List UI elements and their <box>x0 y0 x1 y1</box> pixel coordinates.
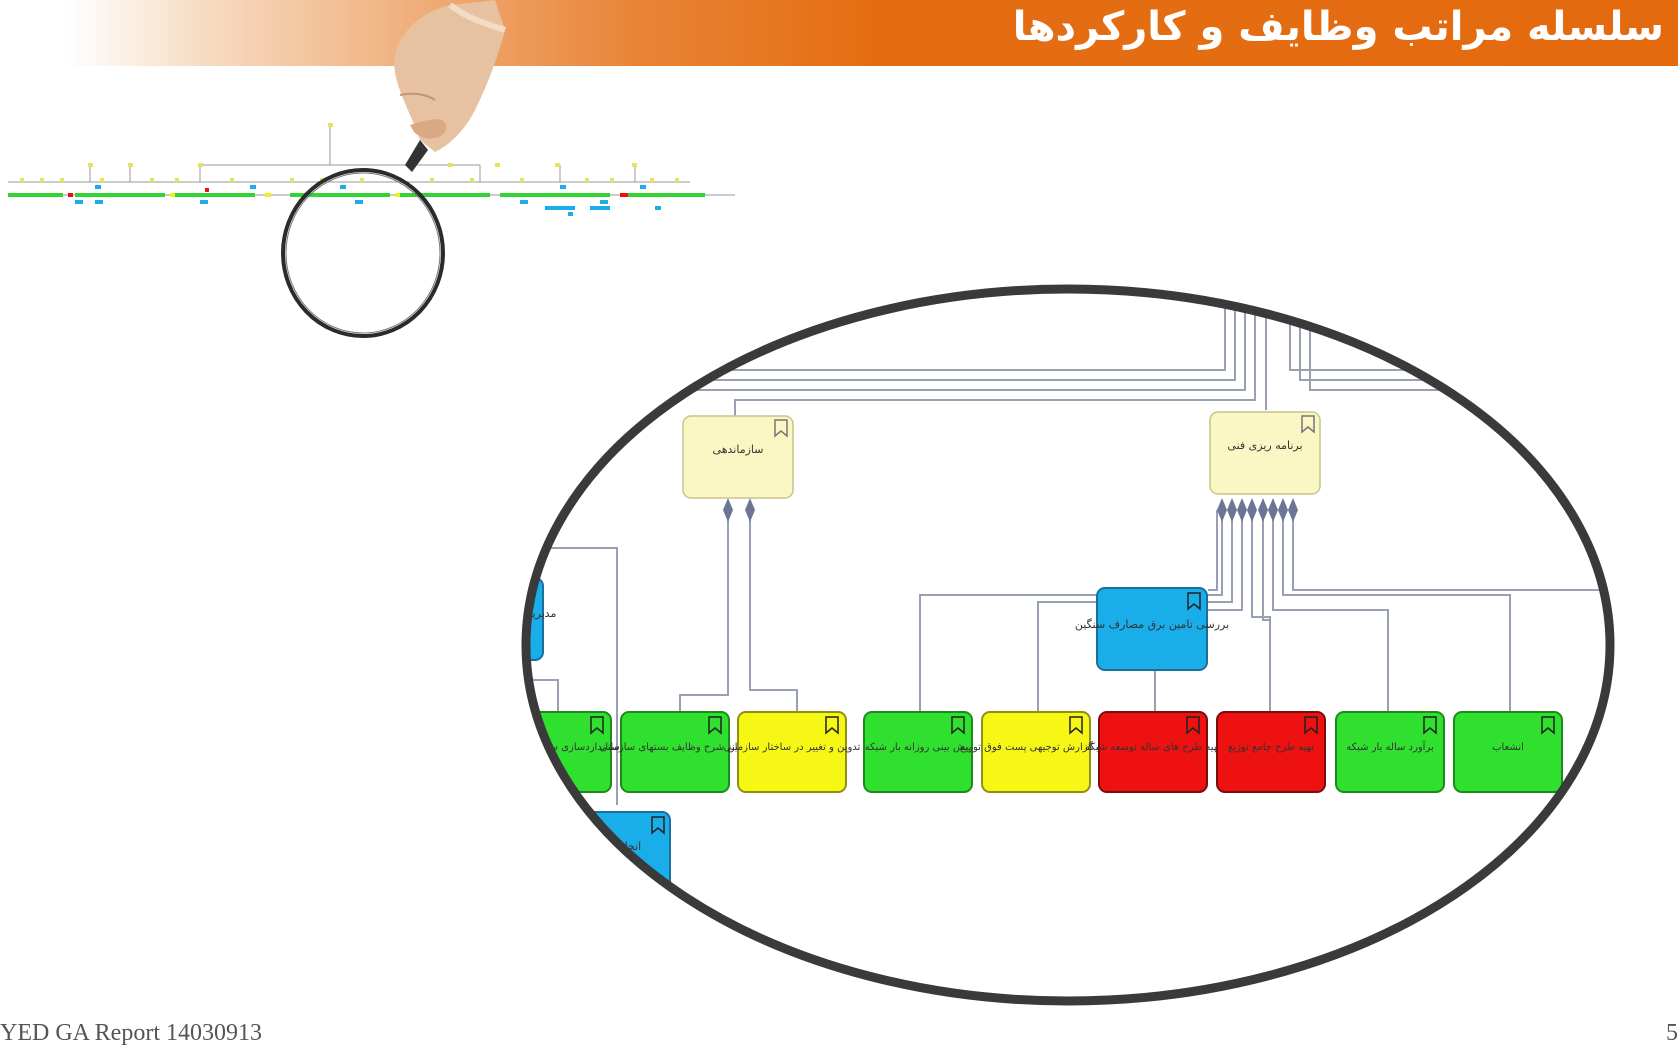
overview-green-row <box>8 193 705 197</box>
bookmark-icon <box>774 419 788 438</box>
svg-text:مدیریت دانش فکری: مدیریت دانش فکری <box>500 607 556 620</box>
slide-title: سلسله مراتب وظایف و کارکردها <box>1012 4 1664 50</box>
bottom-node: تهیه گزارش توجیهی پست فوق توزیع <box>960 711 1112 793</box>
node-label: انشعاب <box>1492 742 1524 753</box>
svg-text:برنامه ریزی فنی: برنامه ریزی فنی <box>1227 439 1302 452</box>
bookmark-icon <box>1304 716 1318 735</box>
bottom-node: برآورد ساله بار شبکه <box>1335 711 1445 793</box>
overview-row-mid <box>20 178 679 182</box>
composition-diamonds <box>723 498 1298 522</box>
node-label: تدوین و تغییر در ساختار سازمانی <box>724 742 861 753</box>
bottom-node: تدوین و تغییر در ساختار سازمانی <box>724 711 861 793</box>
node-box <box>737 711 847 793</box>
bookmark-icon <box>590 716 604 735</box>
overview-blue-nodes <box>75 185 661 216</box>
node-box <box>620 711 730 793</box>
overview-red-nodes <box>68 188 628 197</box>
magnifier-icon <box>281 168 445 338</box>
bookmark-icon <box>708 716 722 735</box>
node-label: تهیه گزارش توجیهی پست فوق توزیع <box>960 741 1112 753</box>
bottom-node: تدوین شرح وظایف بستهای سازمانی <box>599 711 751 793</box>
overview-diagram <box>8 123 735 216</box>
bookmark-icon <box>1069 716 1083 735</box>
node-label: تهیه طرح های ساله توسعه شبکه <box>1085 742 1222 753</box>
node-box <box>1335 711 1445 793</box>
bookmark-icon <box>1423 716 1437 735</box>
overview-yellow-nodes <box>170 193 400 197</box>
title-bar: سلسله مراتب وظایف و کارکردها <box>0 0 1678 66</box>
parent-node-technical-planning: برنامه ریزی فنی <box>1209 411 1321 495</box>
node-label: برآورد ساله بار شبکه <box>1346 740 1434 753</box>
blue-node-adopt-program: اتخاذ برنامه <box>559 811 671 895</box>
svg-text:سازماندهی: سازماندهی <box>713 443 764 456</box>
svg-text:بررسی تامین برق مصارف سنگین: بررسی تامین برق مصارف سنگین <box>1075 618 1229 631</box>
bookmark-icon <box>1301 415 1315 434</box>
node-box <box>1453 711 1563 793</box>
bottom-node: پیش بینی روزانه بار شبکه <box>863 711 973 793</box>
blue-node-heavy-consumers: بررسی تامین برق مصارف سنگین <box>1075 587 1229 671</box>
node-label: تهیه طرح جامع توزیع <box>1228 742 1314 753</box>
node-box <box>1098 711 1208 793</box>
bookmark-icon <box>951 716 965 735</box>
bookmark-icon <box>825 716 839 735</box>
bookmark-icon <box>1186 716 1200 735</box>
node-box <box>863 711 973 793</box>
bookmark-icon <box>651 816 665 835</box>
bottom-node: تهیه طرح جامع توزیع <box>1216 711 1326 793</box>
node-label: تدوین شرح وظایف بستهای سازمانی <box>599 742 750 753</box>
overview-parent-nodes <box>88 123 637 167</box>
node-box <box>981 711 1091 793</box>
page-number: 5 <box>1666 1020 1678 1046</box>
zoomed-diagram: سازماندهی برنامه ریزی فنی مدیریت دانش فک… <box>500 284 1615 1006</box>
bottom-node: انشعاب <box>1453 711 1563 793</box>
bookmark-icon <box>1187 592 1201 611</box>
node-label: پیش بینی روزانه بار شبکه <box>865 742 972 753</box>
footer-report: YED GA Report 14030913 <box>0 1020 262 1046</box>
parent-node-organizing: سازماندهی <box>682 415 794 499</box>
bookmark-icon <box>1541 716 1555 735</box>
bottom-node: تهیه طرح های ساله توسعه شبکه <box>1085 711 1222 793</box>
hand-holding-icon <box>394 0 506 172</box>
node-box <box>1216 711 1326 793</box>
node-label: استانداردسازی سیستم روش ها <box>500 742 623 753</box>
